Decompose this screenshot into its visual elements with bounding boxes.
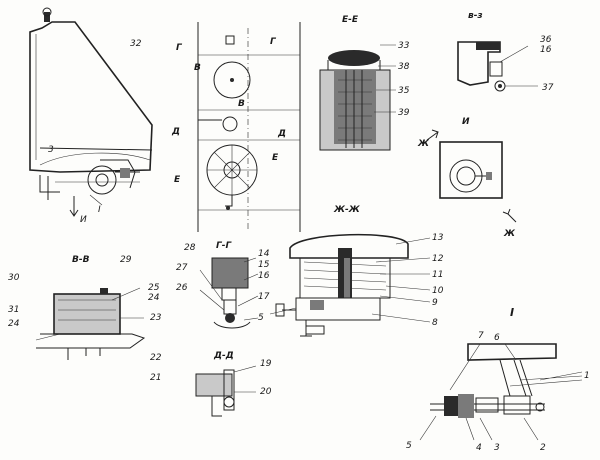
label-part-7: 7 xyxy=(478,331,484,341)
label-part-29: 29 xyxy=(120,255,132,265)
label-mark-zh-bottom: Ж xyxy=(503,229,516,239)
label-part-38: 38 xyxy=(398,62,410,72)
label-part-27: 27 xyxy=(176,263,188,273)
section-dd xyxy=(195,365,257,417)
label-part-22: 22 xyxy=(150,353,162,363)
label-mark-d-right: Д xyxy=(277,129,286,139)
label-part-23: 23 xyxy=(150,313,162,323)
label-part-20: 20 xyxy=(260,387,272,397)
label-detail-i: I xyxy=(510,306,514,319)
label-part-5-detail: 5 xyxy=(406,441,412,451)
label-part-4: 4 xyxy=(476,443,482,453)
section-vz xyxy=(457,41,538,92)
label-part-35: 35 xyxy=(398,86,410,96)
label-mark-e-right: Е xyxy=(272,153,279,163)
label-part-16: 16 xyxy=(258,271,270,281)
label-part-3-tank: 3 xyxy=(48,145,54,155)
label-part-15: 15 xyxy=(258,260,270,270)
label-part-30: 30 xyxy=(8,273,20,283)
label-part-36: 36 xyxy=(540,35,552,45)
label-arrow-i: И xyxy=(80,215,87,225)
label-section-ee: Е-Е xyxy=(342,15,359,25)
label-mark-v-top: В xyxy=(194,63,201,73)
label-part-32: 32 xyxy=(130,39,142,49)
label-part-11: 11 xyxy=(432,270,443,280)
label-mark-g-right: Г xyxy=(270,37,277,47)
label-part-17: 17 xyxy=(258,292,270,302)
label-part-16-top: 16 xyxy=(540,45,552,55)
label-section-vv: В-В xyxy=(72,255,90,265)
label-part-39: 39 xyxy=(398,108,410,118)
label-part-25: 25 xyxy=(148,283,160,293)
label-part-12: 12 xyxy=(432,254,444,264)
label-part-33: 33 xyxy=(398,41,410,51)
label-part-14: 14 xyxy=(258,249,270,259)
label-mark-v-bottom: В xyxy=(238,99,245,109)
side-elevation-strip xyxy=(197,22,301,232)
label-part-10: 10 xyxy=(432,286,444,296)
label-part-1: 1 xyxy=(584,371,590,381)
label-part-31: 31 xyxy=(8,305,19,315)
section-zhzh xyxy=(269,233,431,337)
label-section-gg: Г-Г xyxy=(216,241,232,251)
label-mark-e-left: Е xyxy=(174,175,181,185)
tank-overview xyxy=(29,7,153,217)
label-section-vz: в-з xyxy=(468,11,483,21)
label-part-24-left: 24 xyxy=(8,319,20,329)
section-gg xyxy=(199,257,259,329)
label-part-8: 8 xyxy=(432,318,438,328)
label-view-i: И xyxy=(462,117,470,127)
label-part-24-right: 24 xyxy=(148,293,160,303)
label-part-6: 6 xyxy=(494,333,500,343)
label-mark-g-left: Г xyxy=(176,43,183,53)
label-part-21: 21 xyxy=(150,373,161,383)
label-part-3-detail: 3 xyxy=(494,443,500,453)
section-vv xyxy=(35,287,146,360)
label-detail-i-callout: I xyxy=(98,205,101,215)
label-part-28: 28 xyxy=(184,243,196,253)
label-section-dd: Д-Д xyxy=(213,351,234,361)
label-part-9: 9 xyxy=(432,298,438,308)
view-i xyxy=(426,129,517,223)
label-mark-zh-top: Ж xyxy=(417,139,430,149)
label-mark-d-left: Д xyxy=(171,127,180,137)
detail-i xyxy=(419,343,583,441)
section-ee-filter xyxy=(319,44,396,151)
label-section-zhzh: Ж-Ж xyxy=(333,205,361,215)
label-part-2: 2 xyxy=(540,443,546,453)
label-part-5-center: 5 xyxy=(258,313,264,323)
label-part-37: 37 xyxy=(542,83,554,93)
label-part-19: 19 xyxy=(260,359,272,369)
label-part-13: 13 xyxy=(432,233,444,243)
label-part-26: 26 xyxy=(176,283,188,293)
